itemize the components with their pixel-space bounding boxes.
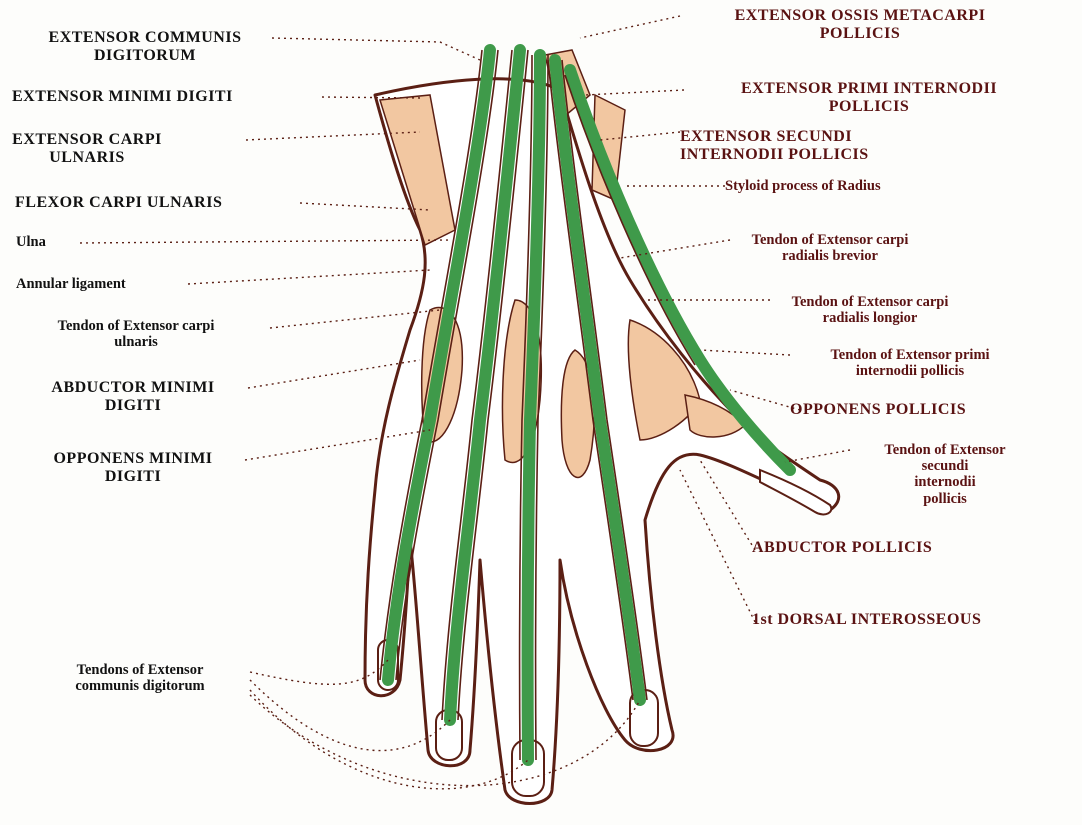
label-opponens-pollicis: OPPONENS POLLICIS — [790, 401, 1040, 419]
label-extensor-primi-internodii-pollicis: EXTENSOR PRIMI INTERNODII POLLICIS — [684, 80, 1054, 116]
label-styloid-process-radius: Styloid process of Radius — [725, 178, 881, 194]
label-tendon-extensor-primi-internodii-pollicis: Tendon of Extensor primi internodii poll… — [790, 347, 1030, 379]
label-abductor-minimi-digiti: ABDUCTOR MINIMI DIGITI — [18, 379, 248, 415]
label-tendon-extensor-carpi-ulnaris: Tendon of Extensor carpi ulnaris — [16, 318, 256, 350]
label-first-dorsal-interosseous: 1st DORSAL INTEROSSEOUS — [752, 611, 1072, 629]
label-extensor-ossis-metacarpi-pollicis: EXTENSOR OSSIS METACARPI POLLICIS — [680, 7, 1040, 43]
label-tendon-extensor-carpi-radialis-brevior: Tendon of Extensor carpi radialis brevio… — [710, 232, 950, 264]
label-tendons-extensor-communis-digitorum: Tendons of Extensor communis digitorum — [20, 662, 260, 694]
label-extensor-secundi-internodii-pollicis: EXTENSOR SECUNDI INTERNODII POLLICIS — [680, 128, 1020, 164]
label-abductor-pollicis: ABDUCTOR POLLICIS — [752, 539, 1052, 557]
label-annular-ligament: Annular ligament — [16, 276, 126, 292]
label-flexor-carpi-ulnaris: FLEXOR CARPI ULNARIS — [15, 194, 222, 212]
label-extensor-minimi-digiti: EXTENSOR MINIMI DIGITI — [12, 88, 233, 106]
label-opponens-minimi-digiti: OPPONENS MINIMI DIGITI — [18, 450, 248, 486]
label-tendon-extensor-secundi-internodii-pollicis: Tendon of Extensor secundi internodii po… — [845, 442, 1045, 507]
label-extensor-carpi-ulnaris: EXTENSOR CARPI ULNARIS — [12, 131, 162, 167]
label-tendon-extensor-carpi-radialis-longior: Tendon of Extensor carpi radialis longio… — [750, 294, 990, 326]
label-ulna: Ulna — [16, 234, 46, 250]
label-extensor-communis-digitorum: EXTENSOR COMMUNIS DIGITORUM — [10, 29, 280, 65]
